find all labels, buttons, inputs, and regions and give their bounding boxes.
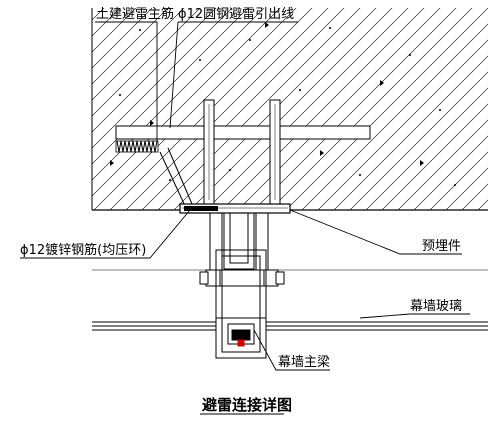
label-galvanized-rebar: ϕ12镀锌钢筋(均压环)	[20, 242, 146, 258]
embedded-plate	[179, 203, 291, 214]
concrete-slab	[91, 8, 488, 211]
horizontal-conductor-rod	[115, 125, 371, 140]
label-curtain-glass: 幕墙玻璃	[410, 299, 462, 314]
drawing-title: 避雷连接详图	[202, 396, 292, 414]
label-main-rebar: 土建避雷主筋	[96, 6, 174, 22]
connector-bracket	[209, 212, 269, 270]
main-rebar-serrated	[115, 140, 159, 153]
leader-lines	[20, 21, 470, 415]
curtain-wall-mullion	[215, 249, 267, 359]
curtain-glass	[92, 321, 488, 331]
label-down-conductor: ϕ12圆钢避雷引出线	[178, 7, 294, 22]
label-main-beam: 幕墙主梁	[278, 355, 330, 370]
connecting-bolt	[199, 269, 285, 287]
diagonal-link-rebar	[159, 147, 193, 209]
label-embedded-part: 预埋件	[422, 239, 461, 254]
